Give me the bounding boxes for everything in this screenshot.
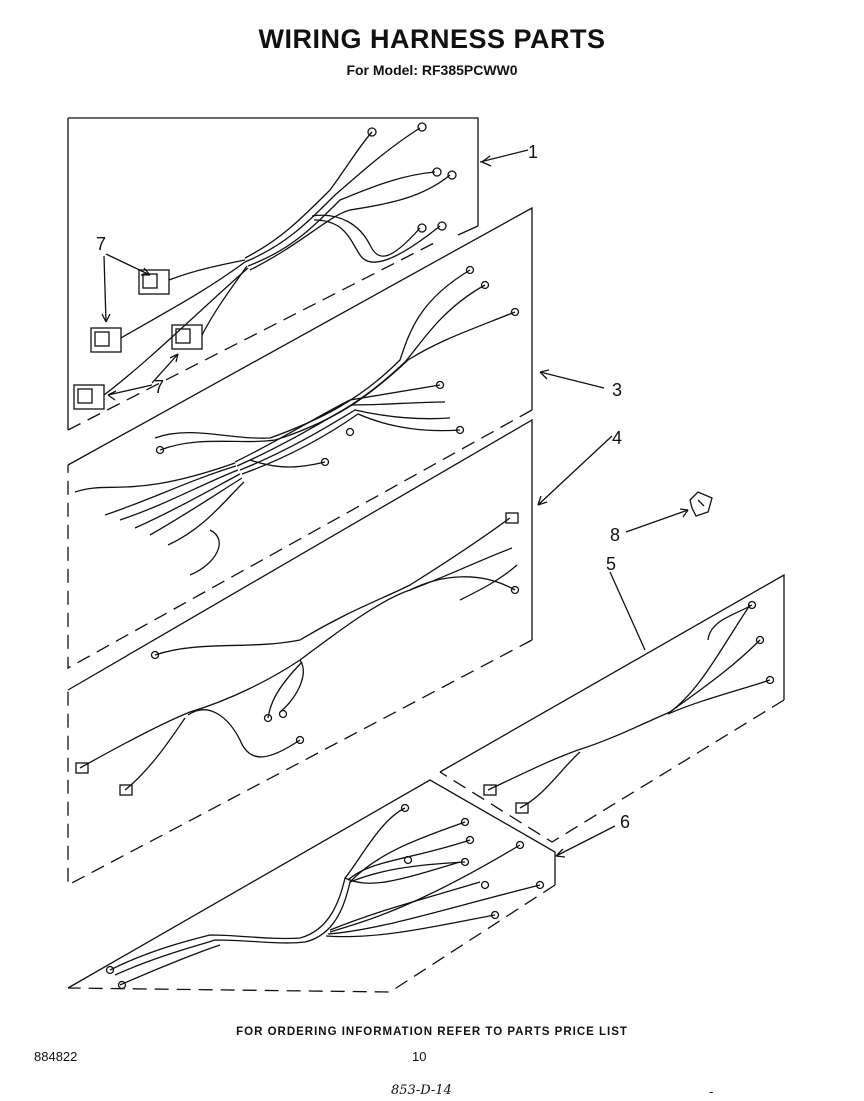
callout-7-top: 7 — [96, 234, 106, 254]
harness-5-panel — [439, 573, 785, 843]
handwritten-code: 853-D-14 — [391, 1083, 452, 1098]
harness-1-panel — [67, 117, 479, 431]
page-title: WIRING HARNESS PARTS — [258, 24, 606, 54]
callout-1: 1 — [528, 142, 538, 162]
model-subtitle: For Model: RF385PCWW0 — [346, 62, 518, 78]
callout-4: 4 — [612, 428, 622, 448]
page-number: 10 — [412, 1049, 427, 1064]
callout-7-bottom: 7 — [154, 377, 164, 397]
dash-mark: - — [709, 1084, 714, 1099]
ordering-information-note: FOR ORDERING INFORMATION REFER TO PARTS … — [236, 1026, 628, 1038]
callout-8: 8 — [610, 525, 620, 545]
harness-3-panel — [67, 206, 533, 670]
callout-6: 6 — [620, 812, 630, 832]
part-8-clip — [689, 491, 713, 517]
callout-5: 5 — [606, 554, 616, 574]
harness-6-panel — [67, 779, 556, 993]
document-number: 884822 — [34, 1049, 78, 1064]
leader-lines — [101, 149, 689, 858]
callout-3: 3 — [612, 380, 622, 400]
harness-4-panel — [67, 418, 533, 887]
